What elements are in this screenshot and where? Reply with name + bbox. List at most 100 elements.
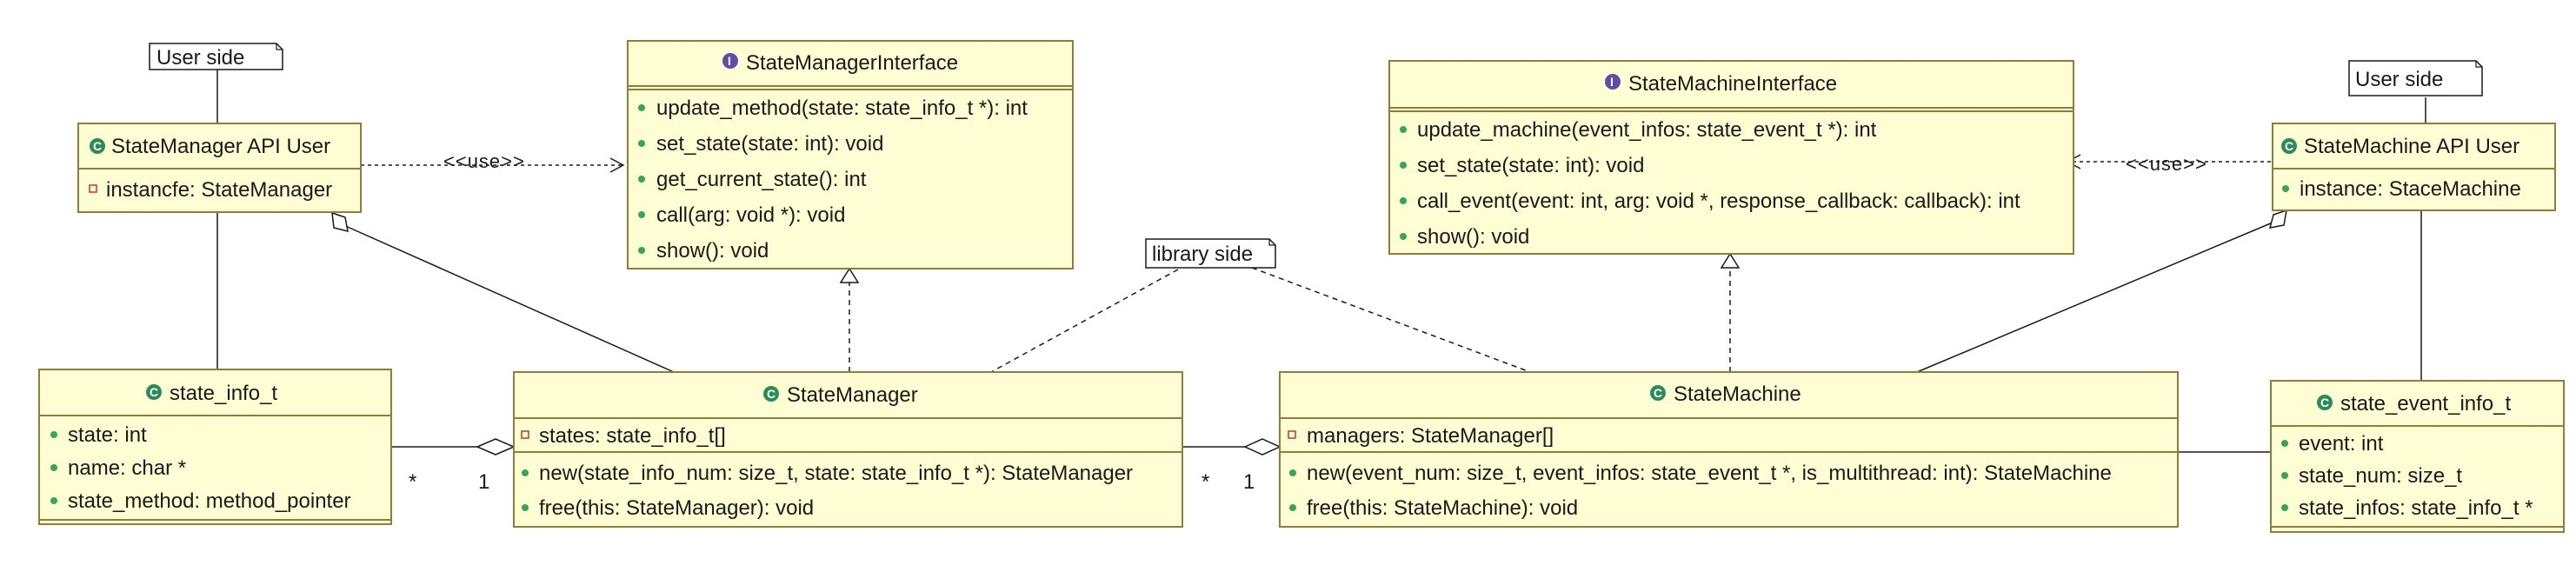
note-anchor-library-to-machine: [1251, 267, 1531, 373]
method: free(this: StateMachine): void: [1307, 496, 1578, 520]
public-member-icon: [638, 176, 645, 183]
note-user-side-left-text: User side: [156, 46, 244, 70]
method: update_method(state: state_info_t *): in…: [656, 96, 1028, 120]
private-member-icon: [521, 430, 529, 439]
attribute: instance: StaceMachine: [2300, 177, 2521, 201]
method: call(arg: void *): void: [656, 203, 845, 227]
svg-text:C: C: [1654, 386, 1662, 400]
aggregation-diamond-api-user: [331, 211, 349, 233]
public-member-icon: [50, 497, 57, 504]
class-name: state_event_info_t: [2340, 392, 2511, 416]
class-state-machine-api-user[interactable]: C StateMachine API User instance: StaceM…: [2272, 123, 2556, 211]
attribute: state_num: size_t: [2299, 464, 2462, 488]
svg-text:I: I: [728, 54, 731, 68]
attribute: state: int: [68, 423, 147, 447]
public-member-icon: [1289, 469, 1296, 476]
public-member-icon: [1400, 197, 1407, 204]
public-member-icon: [50, 464, 57, 471]
public-member-icon: [638, 140, 645, 147]
public-member-icon: [1400, 126, 1407, 133]
use-label-left: <<use>>: [443, 150, 525, 172]
note-user-side-right: User side: [2348, 60, 2483, 96]
use-label-right: <<use>>: [2126, 153, 2207, 175]
class-name: StateMachine: [1674, 382, 1801, 406]
class-icon: [2281, 138, 2297, 154]
svg-text:I: I: [1610, 75, 1614, 89]
multiplicity-state-info-many: *: [409, 470, 416, 494]
method: call_event(event: int, arg: void *, resp…: [1417, 190, 2020, 213]
svg-text:C: C: [93, 139, 102, 153]
multiplicity-state-manager-one: 1: [478, 470, 489, 494]
aggregation-diamond-state-manager: [476, 438, 516, 456]
multiplicity-state-machine-one: 1: [1243, 470, 1255, 494]
interface-icon: [722, 53, 738, 69]
public-member-icon: [2281, 504, 2288, 511]
public-member-icon: [2281, 472, 2288, 479]
class-state-manager[interactable]: C StateManager states: state_info_t[] ne…: [513, 371, 1183, 528]
public-member-icon: [2281, 440, 2288, 447]
attribute: states: state_info_t[]: [539, 424, 726, 448]
class-name: StateMachineInterface: [1628, 72, 1837, 96]
aggregation-api-user-to-state-machine[interactable]: [1916, 222, 2273, 373]
method: set_state(state: int): void: [656, 132, 883, 156]
class-icon: [90, 138, 105, 154]
note-user-side-right-text: User side: [2355, 68, 2443, 91]
attribute: name: char *: [68, 456, 186, 480]
public-member-icon: [638, 211, 645, 218]
attribute: state_method: method_pointer: [68, 489, 351, 513]
class-name: StateManagerInterface: [746, 51, 958, 75]
svg-text:C: C: [767, 387, 775, 401]
class-state-event-info-t[interactable]: C state_event_info_t event: int state_nu…: [2270, 380, 2565, 533]
attribute: managers: StateManager[]: [1307, 424, 1554, 448]
public-member-icon: [50, 431, 57, 438]
private-member-icon: [1288, 430, 1296, 439]
connectors: [216, 68, 2426, 456]
class-icon: [1650, 385, 1666, 401]
aggregation-diamond-machine-api-user: [2268, 209, 2287, 229]
public-member-icon: [1400, 233, 1407, 240]
public-member-icon: [638, 104, 645, 111]
method: new(event_num: size_t, event_infos: stat…: [1307, 462, 2112, 485]
note-library-side: library side: [1145, 238, 1276, 269]
class-state-info-t[interactable]: C state_info_t state: int name: char * s…: [38, 369, 392, 525]
class-name: StateManager API User: [111, 135, 330, 158]
method: show(): void: [1417, 225, 1529, 249]
method: new(state_info_num: size_t, state: state…: [539, 462, 1133, 485]
class-icon: [2317, 395, 2333, 410]
public-member-icon: [522, 504, 529, 511]
note-anchor-library-to-manager: [990, 269, 1179, 373]
realization-arrow-state-manager: [839, 267, 860, 283]
public-member-icon: [2282, 185, 2289, 192]
interface-state-manager[interactable]: I StateManagerInterface update_method(st…: [627, 40, 1074, 269]
public-member-icon: [1289, 504, 1296, 511]
interface-state-machine[interactable]: I StateMachineInterface update_machine(e…: [1388, 60, 2074, 255]
method: show(): void: [656, 239, 769, 263]
svg-text:C: C: [2320, 396, 2329, 409]
note-library-side-text: library side: [1152, 243, 1253, 266]
public-member-icon: [522, 469, 529, 476]
public-member-icon: [1400, 162, 1407, 169]
class-state-manager-api-user[interactable]: C StateManager API User instancfe: State…: [77, 123, 362, 213]
public-member-icon: [638, 247, 645, 254]
aggregation-diamond-state-machine: [1243, 438, 1281, 456]
multiplicity-state-manager-many: *: [1201, 470, 1209, 494]
realization-arrow-state-machine: [1720, 252, 1741, 269]
class-name: StateManager: [787, 383, 918, 407]
attribute: event: int: [2299, 432, 2384, 456]
svg-text:C: C: [2285, 139, 2293, 153]
attribute: instancfe: StateManager: [106, 178, 332, 202]
method: free(this: StateManager): void: [539, 496, 814, 520]
attribute: state_infos: state_info_t *: [2299, 496, 2533, 520]
method: get_current_state(): int: [656, 168, 867, 191]
class-name: StateMachine API User: [2304, 135, 2519, 158]
class-state-machine[interactable]: C StateMachine managers: StateManager[] …: [1279, 371, 2179, 528]
use-arrowhead-left: [609, 157, 625, 173]
interface-icon: [1605, 74, 1621, 90]
class-name: state_info_t: [170, 382, 277, 405]
note-user-side-left: User side: [149, 43, 283, 70]
aggregation-api-user-to-state-manager[interactable]: [341, 223, 675, 373]
class-icon: [146, 384, 162, 400]
method: set_state(state: int): void: [1417, 154, 1644, 177]
method: update_machine(event_infos: state_event_…: [1417, 118, 1877, 142]
